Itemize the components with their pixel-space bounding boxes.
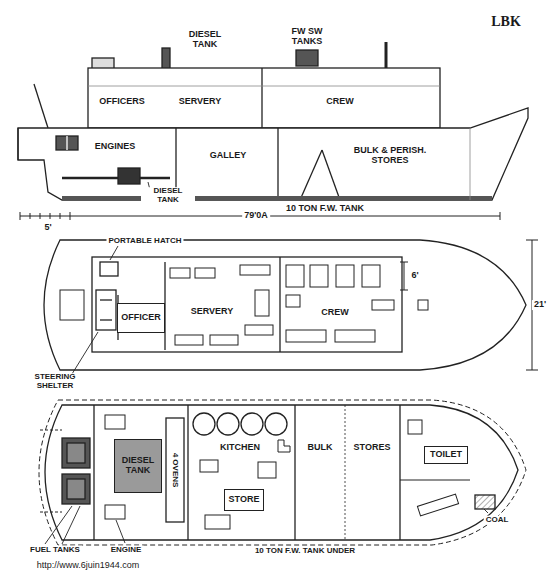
box-label: DIESEL TANK: [118, 456, 158, 476]
compartment-name: STORES: [354, 443, 391, 453]
title-mark: LBK: [491, 14, 521, 29]
box-label: STORE: [229, 495, 260, 505]
part-name: FW SW TANKS: [287, 27, 327, 47]
compartment-name: GALLEY: [210, 151, 247, 161]
watermark: http://www.6juin1944.com: [37, 561, 140, 571]
store-box: STORE: [224, 489, 264, 511]
part-name: 4 OVENS: [171, 453, 180, 488]
compartment-name: KITCHEN: [220, 443, 260, 453]
part-name: 10 TON F.W. TANK UNDER: [253, 547, 357, 556]
part-name: STEERING SHELTER: [18, 373, 92, 391]
part-name: DIESEL TANK: [180, 30, 230, 50]
dimension-label: 21': [532, 300, 548, 310]
compartment-name: BULK & PERISH. STORES: [350, 146, 430, 166]
cabin-box: OFFICER: [117, 303, 165, 333]
compartment-name: OFFICERS: [99, 97, 145, 107]
box-label: TOILET: [430, 450, 462, 460]
toilet-box: TOILET: [424, 446, 468, 464]
tank-box: DIESEL TANK: [114, 439, 162, 493]
part-name: FUEL TANKS: [28, 546, 82, 555]
dimension-label: 79'0A: [242, 211, 270, 221]
compartment-name: ENGINES: [95, 142, 136, 152]
box-label: OFFICER: [121, 313, 161, 323]
compartment-name: CREW: [326, 97, 354, 107]
dimension-label: 6': [409, 271, 420, 281]
part-name: 10 TON F.W. TANK: [284, 204, 366, 214]
part-name: ENGINE: [109, 546, 144, 555]
part-name: PORTABLE HATCH: [106, 237, 183, 246]
compartment-name: SERVERY: [179, 97, 222, 107]
compartment-name: SERVERY: [191, 307, 234, 317]
part-name: COAL: [484, 516, 511, 525]
compartment-name: BULK: [308, 443, 333, 453]
part-name: DIESEL TANK: [141, 187, 195, 205]
scale-label: 5': [44, 223, 51, 233]
compartment-name: CREW: [321, 308, 349, 318]
